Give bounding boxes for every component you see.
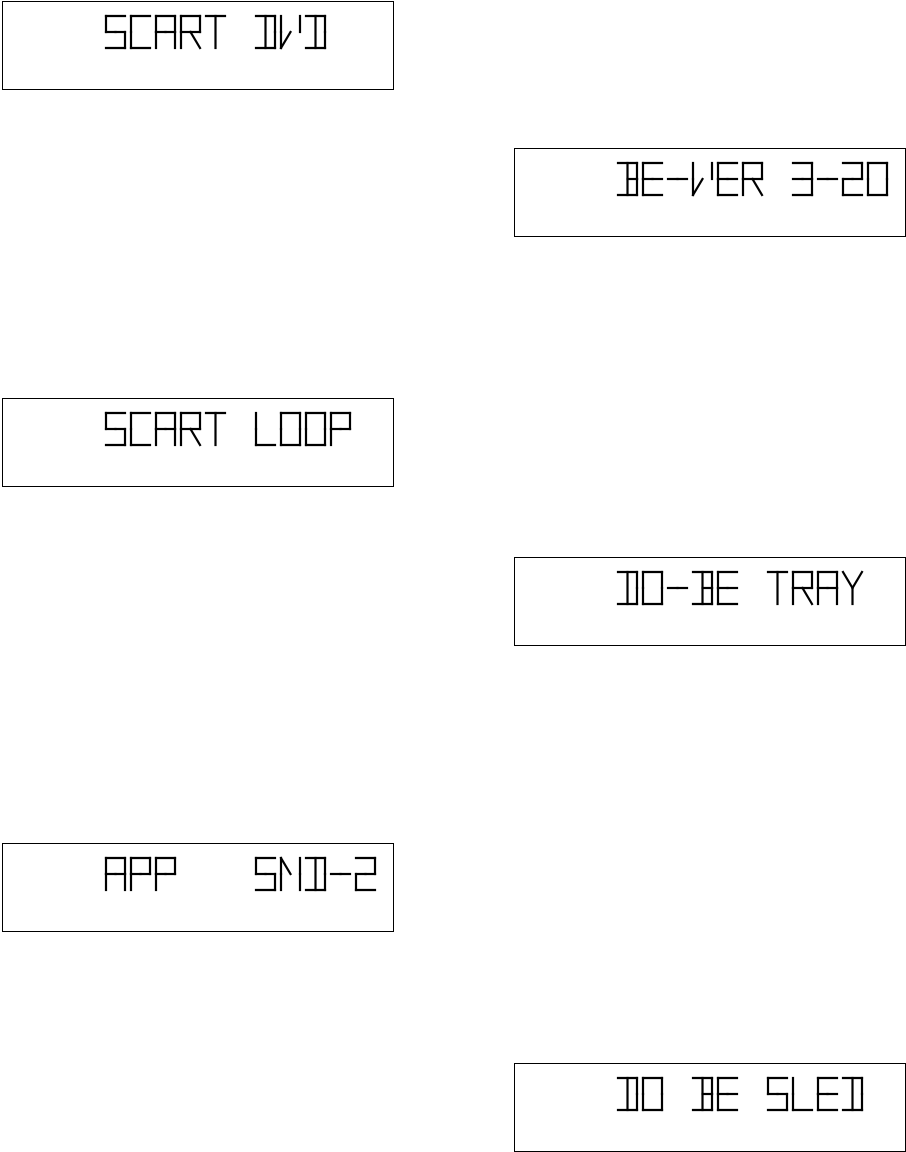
lcd-char xyxy=(279,14,302,50)
lcd-char xyxy=(254,856,277,892)
lcd-segment-glyphs xyxy=(616,1076,864,1112)
lcd-char xyxy=(279,411,302,447)
lcd-char xyxy=(841,570,864,606)
lcd-char xyxy=(691,570,714,606)
lcd-char xyxy=(179,411,202,447)
lcd-char xyxy=(816,570,839,606)
lcd-display-panel: SCART LOOP xyxy=(2,398,394,487)
lcd-segment xyxy=(800,586,814,606)
lcd-char xyxy=(254,411,277,447)
lcd-char xyxy=(129,14,152,50)
lcd-char xyxy=(304,411,327,447)
lcd-char xyxy=(616,161,639,197)
lcd-segment-text xyxy=(3,854,393,894)
lcd-char xyxy=(866,161,889,197)
lcd-segment-glyphs xyxy=(616,570,864,606)
lcd-char xyxy=(104,856,127,892)
lcd-char xyxy=(354,856,377,892)
lcd-readout-text: APP SND-2 xyxy=(3,900,4,901)
lcd-char xyxy=(616,570,639,606)
lcd-char xyxy=(254,14,277,50)
lcd-segment-text xyxy=(515,568,905,608)
lcd-segment xyxy=(188,30,202,50)
lcd-segment-text xyxy=(515,1074,905,1114)
lcd-char xyxy=(691,161,714,197)
lcd-segment xyxy=(279,856,293,876)
lcd-readout-text: DO BE SLED xyxy=(515,1120,516,1121)
lcd-readout-text: SCART LOOP xyxy=(3,455,4,456)
lcd-char xyxy=(104,14,127,50)
lcd-char xyxy=(304,856,327,892)
lcd-char xyxy=(641,161,664,197)
lcd-char xyxy=(791,1076,814,1112)
lcd-char xyxy=(791,570,814,606)
lcd-char xyxy=(179,14,202,50)
lcd-char xyxy=(329,411,352,447)
lcd-segment xyxy=(188,427,202,447)
lcd-char xyxy=(154,14,177,50)
lcd-char xyxy=(129,411,152,447)
lcd-segment xyxy=(691,177,705,197)
lcd-segment xyxy=(841,570,855,590)
lcd-char xyxy=(841,161,864,197)
lcd-char xyxy=(641,1076,664,1112)
lcd-char xyxy=(716,570,739,606)
lcd-char xyxy=(691,1076,714,1112)
lcd-char xyxy=(641,570,664,606)
lcd-display-panel: DO BE SLED xyxy=(514,1063,906,1152)
lcd-char xyxy=(154,411,177,447)
lcd-segment-text xyxy=(3,409,393,449)
lcd-readout-text: DO-BE TRAY xyxy=(515,614,516,615)
lcd-segment-glyphs xyxy=(104,856,377,892)
lcd-display-panel: BE-VER 3-20 xyxy=(514,148,906,237)
lcd-char xyxy=(766,1076,789,1112)
lcd-char xyxy=(129,856,152,892)
lcd-segment xyxy=(750,177,764,197)
lcd-char xyxy=(616,1076,639,1112)
lcd-segment-text xyxy=(515,159,905,199)
lcd-char xyxy=(204,411,227,447)
lcd-segment xyxy=(850,570,864,590)
lcd-segment xyxy=(279,30,293,50)
lcd-char xyxy=(154,856,177,892)
lcd-char xyxy=(716,161,739,197)
lcd-char xyxy=(841,1076,864,1112)
lcd-readout-text: SCART DVD xyxy=(3,58,4,59)
lcd-display-panel: APP SND-2 xyxy=(2,843,394,932)
lcd-char xyxy=(716,1076,739,1112)
lcd-segment-text xyxy=(3,12,393,52)
lcd-char xyxy=(104,411,127,447)
lcd-char xyxy=(304,14,327,50)
lcd-segment-glyphs xyxy=(616,161,889,197)
lcd-readout-text: BE-VER 3-20 xyxy=(515,205,516,206)
lcd-display-panel: SCART DVD xyxy=(2,1,394,90)
lcd-char xyxy=(204,14,227,50)
lcd-char xyxy=(279,856,302,892)
lcd-segment-glyphs xyxy=(104,411,352,447)
lcd-char xyxy=(791,161,814,197)
lcd-char xyxy=(816,1076,839,1112)
lcd-char xyxy=(741,161,764,197)
lcd-display-panel: DO-BE TRAY xyxy=(514,557,906,646)
lcd-char xyxy=(766,570,789,606)
lcd-segment-glyphs xyxy=(104,14,327,50)
